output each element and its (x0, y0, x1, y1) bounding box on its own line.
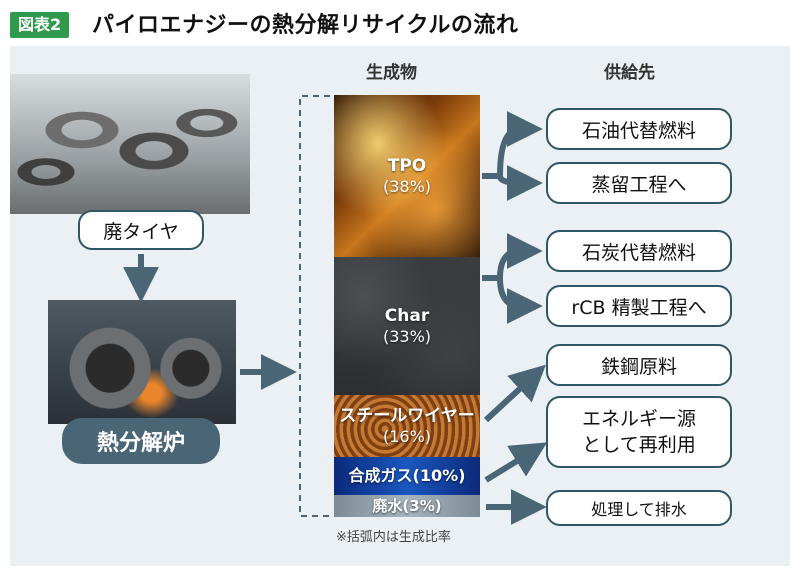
dest-steel-material: 鉄鋼原料 (546, 344, 732, 386)
waste-tire-label: 廃タイヤ (78, 210, 204, 250)
dest-distillation: 蒸留工程へ (546, 162, 732, 204)
dest-steel-material-text: 鉄鋼原料 (600, 355, 677, 378)
products-stack: TPO (38%) Char (33%) スチールワイヤー (16%) 合成ガス… (334, 95, 480, 517)
dest-wastewater-treatment: 処理して排水 (546, 490, 732, 526)
product-syngas-percent: (10%) (412, 466, 466, 485)
product-syngas-name: 合成ガス (348, 466, 413, 485)
dest-coal-substitute: 石炭代替燃料 (546, 230, 732, 272)
tires-photo (10, 74, 250, 214)
dest-oil-substitute: 石油代替燃料 (546, 108, 732, 150)
figure-badge: 図表2 (10, 12, 70, 38)
dest-oil-substitute-text: 石油代替燃料 (581, 119, 696, 142)
product-wastewater-percent: (3%) (402, 497, 442, 515)
footnote: ※括弧内は生成比率 (336, 530, 451, 545)
product-syngas: 合成ガス(10%) (334, 457, 480, 495)
waste-tire-text: 廃タイヤ (103, 220, 179, 243)
diagram-title: パイロエナジーの熱分解リサイクルの流れ (92, 13, 519, 38)
product-char: Char (33%) (334, 257, 480, 395)
dest-rcb-refining-text: rCB 精製工程へ (571, 296, 707, 319)
product-syngas-line: 合成ガス(10%) (349, 465, 466, 487)
dest-coal-substitute-text: 石炭代替燃料 (581, 241, 696, 264)
product-tpo: TPO (38%) (334, 95, 480, 257)
header: 図表2 パイロエナジーの熱分解リサイクルの流れ (10, 10, 790, 42)
pyrolysis-furnace-text: 熱分解炉 (96, 431, 185, 456)
dest-rcb-refining: rCB 精製工程へ (546, 285, 732, 327)
dest-energy-line1: エネルギー源 (581, 408, 696, 430)
product-steel-wire-percent: (16%) (382, 427, 432, 446)
products-header: 生成物 (366, 63, 417, 83)
dest-wastewater-text: 処理して排水 (591, 500, 687, 519)
dest-distillation-text: 蒸留工程へ (591, 173, 687, 196)
product-tpo-percent: (38%) (382, 177, 432, 196)
product-steel-wire-name: スチールワイヤー (339, 406, 475, 426)
product-tpo-name: TPO (387, 156, 427, 176)
pyrolysis-furnace-label: 熱分解炉 (62, 418, 220, 464)
dest-energy-reuse: エネルギー源 として再利用 (546, 396, 732, 468)
dest-energy-line2: として再利用 (582, 434, 696, 456)
product-char-percent: (33%) (382, 327, 432, 346)
product-wastewater: 廃水(3%) (334, 495, 480, 517)
product-wastewater-name: 廃水 (372, 497, 403, 515)
furnace-photo (48, 300, 236, 424)
product-char-name: Char (384, 306, 430, 326)
product-steel-wire: スチールワイヤー (16%) (334, 395, 480, 457)
product-wastewater-line: 廃水(3%) (372, 495, 441, 517)
destinations-header: 供給先 (604, 63, 655, 83)
